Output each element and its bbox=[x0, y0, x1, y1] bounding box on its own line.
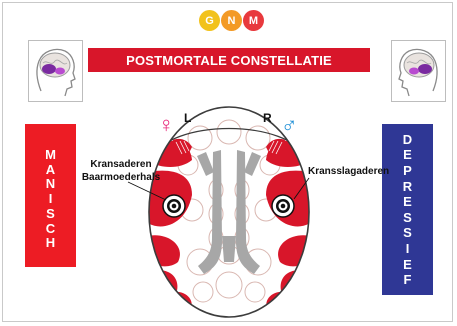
label-line-kransaderen: Kransaderen bbox=[81, 158, 161, 171]
label-line-baarmoederhals: Baarmoederhals bbox=[81, 171, 161, 184]
male-symbol-icon: ♂ bbox=[281, 114, 298, 136]
target-marker-right bbox=[272, 195, 294, 217]
female-symbol-icon: ♀ bbox=[158, 114, 175, 136]
left-side-label: L bbox=[184, 111, 191, 125]
label-kransslagaderen: Kransslagaderen bbox=[308, 165, 389, 178]
target-marker-left bbox=[163, 195, 185, 217]
label-kransaderen-baarmoederhals: Kransaderen Baarmoederhals bbox=[81, 158, 161, 184]
right-side-label: R bbox=[263, 111, 272, 125]
